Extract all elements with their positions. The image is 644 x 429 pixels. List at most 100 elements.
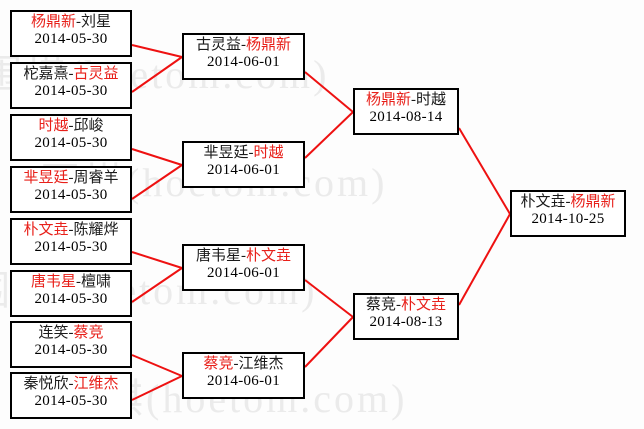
match-date: 2014-06-01 <box>207 372 280 389</box>
match-players: 杨鼎新-时越 <box>355 92 457 109</box>
player-right: 陈耀烨 <box>73 222 119 238</box>
match-date: 2014-05-30 <box>34 238 108 255</box>
match-date: 2014-05-30 <box>34 82 108 99</box>
match-players: 芈昱廷-时越 <box>184 145 303 162</box>
match-players: 古灵益-杨鼎新 <box>184 37 303 54</box>
player-left: 蔡竞 <box>203 356 234 372</box>
player-separator: - <box>248 145 254 161</box>
connector-r2m3-to-r3m2 <box>304 279 354 318</box>
player-right: 杨鼎新 <box>246 37 292 53</box>
match-players: 蔡竞-江维杰 <box>184 356 303 373</box>
connector-r1m2-to-r2m1 <box>131 56 183 93</box>
connector-r1m4-to-r2m2 <box>131 164 183 200</box>
player-left: 芈昱廷 <box>23 170 69 186</box>
match-date: 2014-06-01 <box>207 161 280 178</box>
match-date: 2014-05-30 <box>34 134 108 151</box>
player-separator: - <box>68 118 74 134</box>
player-separator: - <box>68 66 74 82</box>
player-separator: - <box>241 248 246 264</box>
player-separator: - <box>76 274 81 290</box>
match-players: 朴文垚-杨鼎新 <box>512 194 624 211</box>
match-date: 2014-06-01 <box>207 53 280 70</box>
player-separator: - <box>241 37 246 53</box>
player-right: 江维杰 <box>73 376 119 392</box>
match-players: 唐韦星-檀啸 <box>12 274 130 291</box>
player-right: 蔡竞 <box>73 325 104 341</box>
match-players: 蔡竞-朴文垚 <box>355 297 457 314</box>
player-right: 江维杰 <box>238 356 284 372</box>
player-right: 檀啸 <box>81 274 112 290</box>
match-players: 连笑-蔡竞 <box>12 325 130 342</box>
match-date: 2014-06-01 <box>207 264 280 281</box>
connector-r1m5-to-r2m3 <box>131 251 183 269</box>
player-left: 杨鼎新 <box>365 92 411 108</box>
player-right: 时越 <box>416 92 447 108</box>
player-left: 朴文垚 <box>23 222 69 238</box>
player-left: 古灵益 <box>195 37 241 53</box>
connector-r3m1-to-r4m1 <box>458 127 511 215</box>
connector-r3m2-to-r4m1 <box>458 213 511 306</box>
player-left: 杨鼎新 <box>30 14 76 30</box>
player-left: 连笑 <box>38 325 69 341</box>
connector-r2m2-to-r3m1 <box>304 111 354 159</box>
connector-r1m6-to-r2m3 <box>131 267 183 303</box>
connector-r2m4-to-r3m2 <box>304 316 354 368</box>
player-separator: - <box>68 170 74 186</box>
player-separator: - <box>68 376 74 392</box>
player-right: 周睿羊 <box>73 170 119 186</box>
match-date: 2014-08-13 <box>369 313 443 330</box>
player-left: 柁嘉熹 <box>23 66 69 82</box>
match-date: 2014-05-30 <box>34 186 108 203</box>
match-players: 时越-邱峻 <box>12 118 130 135</box>
player-right: 古灵益 <box>73 66 119 82</box>
match-players: 杨鼎新-刘星 <box>12 14 130 31</box>
match-date: 2014-05-30 <box>34 392 108 409</box>
match-players: 朴文垚-陈耀烨 <box>12 222 130 239</box>
player-left: 时越 <box>38 118 69 134</box>
match-date: 2014-05-30 <box>34 30 108 47</box>
match-players: 唐韦星-朴文垚 <box>184 248 303 265</box>
player-left: 朴文垚 <box>520 194 566 210</box>
match-players: 柁嘉熹-古灵益 <box>12 66 130 83</box>
player-left: 唐韦星 <box>30 274 76 290</box>
match-players: 秦悦欣-江维杰 <box>12 376 130 393</box>
player-separator: - <box>68 325 74 341</box>
player-left: 唐韦星 <box>195 248 241 264</box>
match-date: 2014-08-14 <box>369 108 443 125</box>
match-date: 2014-05-30 <box>34 290 108 307</box>
player-separator: - <box>233 356 239 372</box>
player-right: 朴文垚 <box>401 297 447 313</box>
match-players: 芈昱廷-周睿羊 <box>12 170 130 187</box>
player-separator: - <box>411 92 416 108</box>
player-right: 邱峻 <box>73 118 104 134</box>
match-date: 2014-05-30 <box>34 341 108 358</box>
player-left: 芈昱廷 <box>203 145 249 161</box>
player-right: 时越 <box>253 145 284 161</box>
player-separator: - <box>396 297 401 313</box>
connector-r1m1-to-r2m1 <box>131 44 183 58</box>
player-right: 杨鼎新 <box>570 194 616 210</box>
match-date: 2014-10-25 <box>531 210 605 227</box>
connector-r1m8-to-r2m4 <box>131 375 183 401</box>
player-separator: - <box>68 222 74 238</box>
player-left: 蔡竞 <box>365 297 396 313</box>
player-separator: - <box>76 14 81 30</box>
player-separator: - <box>565 194 571 210</box>
connector-r1m7-to-r2m4 <box>131 354 183 377</box>
